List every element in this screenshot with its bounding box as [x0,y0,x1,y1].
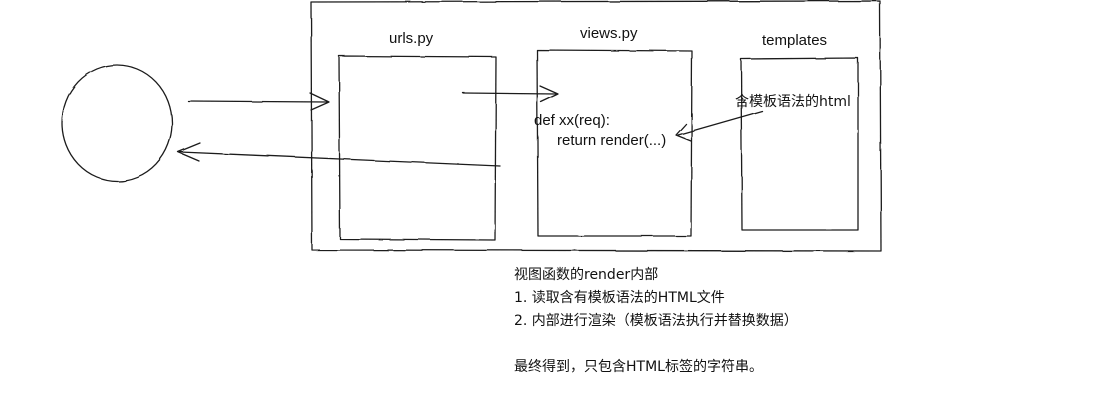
urls-label: urls.py [389,30,434,47]
code-line-def: def xx(req): [534,112,610,129]
arrow-urls-to-views-head [539,85,559,103]
arrow-templates-to-render [677,110,763,136]
client-circle [61,64,173,182]
urls-box [338,55,497,241]
arrow-client-to-urls-head [309,92,330,111]
arrow-response-to-client [179,151,501,167]
arrow-response-to-client-head [177,142,201,162]
arrow-templates-to-render-head [675,123,692,142]
code-line-return: return render(...) [557,132,667,149]
template-content-label: 含模板语法的html [735,94,851,110]
notes-line-1: 视图函数的render内部 [514,267,659,283]
notes-line-3: 2. 内部进行渲染（模板语法执行并替换数据） [514,313,798,329]
views-label: views.py [580,25,638,42]
arrow-client-to-urls [187,100,329,103]
notes-line-2: 1. 读取含有模板语法的HTML文件 [514,290,725,306]
notes-line-4: 最终得到，只包含HTML标签的字符串。 [514,359,763,375]
templates-label: templates [762,32,828,49]
templates-box [740,57,859,231]
render-notes: 视图函数的render内部 1. 读取含有模板语法的HTML文件 2. 内部进行… [514,264,798,379]
notes-spacer [514,333,798,356]
arrow-urls-to-views [462,92,558,95]
views-box [536,49,693,237]
outer-box [310,0,882,252]
